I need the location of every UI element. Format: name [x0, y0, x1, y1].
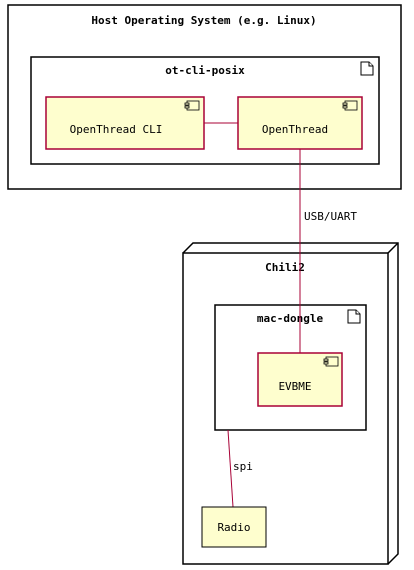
- radio-box: Radio: [201, 506, 267, 548]
- radio-label: Radio: [217, 521, 250, 534]
- chili2-title: Chili2: [265, 261, 305, 274]
- mac-dongle-title: mac-dongle: [257, 312, 324, 325]
- ot-cli-posix-title: ot-cli-posix: [165, 64, 245, 77]
- evbme-label: EVBME: [278, 380, 311, 393]
- spi-link: [227, 429, 234, 508]
- evbme-component: EVBME: [257, 352, 343, 407]
- openthread-cli-component: OpenThread CLI: [45, 96, 205, 150]
- openthread-label: OpenThread: [262, 123, 328, 136]
- usb-uart-label: USB/UART: [304, 210, 357, 223]
- host-os-title: Host Operating System (e.g. Linux): [91, 14, 316, 27]
- file-icon: [360, 61, 374, 76]
- openthread-cli-label: OpenThread CLI: [70, 123, 163, 136]
- component-icon: [342, 100, 358, 111]
- component-icon: [184, 100, 200, 111]
- spi-label: spi: [233, 460, 253, 473]
- component-icon: [323, 356, 339, 367]
- openthread-component: OpenThread: [237, 96, 363, 150]
- file-icon: [347, 309, 361, 324]
